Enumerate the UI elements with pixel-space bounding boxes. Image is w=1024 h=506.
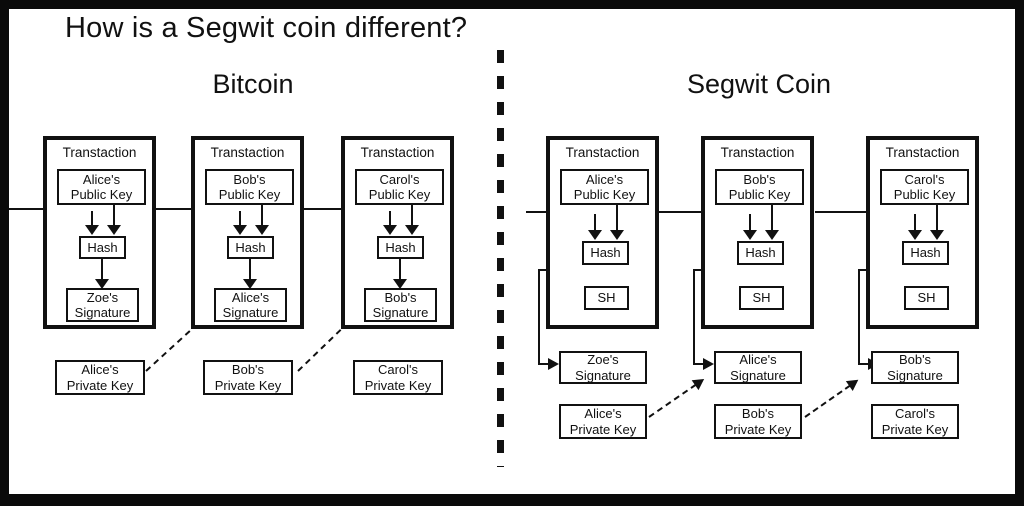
- public-key-box: Carol's Public Key: [355, 169, 444, 205]
- arrowhead-icon: [845, 374, 862, 392]
- public-key-box: Carol's Public Key: [880, 169, 969, 205]
- hash-to-signature-line: [101, 259, 103, 280]
- hash-box: Hash: [79, 236, 126, 259]
- hash-box: Hash: [227, 236, 274, 259]
- down-arrow-icon: [405, 225, 419, 235]
- hash-box: Hash: [737, 241, 784, 265]
- signature-box: Zoe's Signature: [559, 351, 647, 384]
- hash-output-line: [538, 269, 540, 365]
- hash-output-line: [693, 269, 695, 365]
- down-arrow-icon: [743, 230, 757, 240]
- hash-output-line: [538, 363, 550, 365]
- down-arrow-icon: [233, 225, 247, 235]
- bitcoin-transaction-1: Transtaction Alice's Public Key Hash Zoe…: [43, 136, 156, 329]
- signature-box: Zoe's Signature: [66, 288, 139, 322]
- chain-line-segment: [815, 211, 912, 213]
- down-arrow-icon: [255, 225, 269, 235]
- hash-to-signature-line: [249, 259, 251, 280]
- segwit-panel-title: Segwit Coin: [686, 69, 832, 99]
- dashed-line: [297, 321, 350, 372]
- pubkey-to-hash-line: [113, 203, 115, 226]
- bitcoin-transaction-3: Transtaction Carol's Public Key Hash Bob…: [341, 136, 454, 329]
- transaction-header: Transtaction: [62, 145, 137, 160]
- down-arrow-icon: [393, 279, 407, 289]
- private-key-signing-dashed-arrow: [648, 374, 708, 418]
- bitcoin-transaction-2: Transtaction Bob's Public Key Hash Alice…: [191, 136, 304, 329]
- down-arrow-icon: [383, 225, 397, 235]
- dashed-line: [804, 384, 851, 418]
- hash-to-signature-line: [399, 259, 401, 280]
- signature-box: Alice's Signature: [214, 288, 287, 322]
- transaction-header: Transtaction: [360, 145, 435, 160]
- signature-box: Alice's Signature: [714, 351, 802, 384]
- chain-input-line: [239, 211, 241, 226]
- signature-box: Bob's Signature: [871, 351, 959, 384]
- down-arrow-icon: [930, 230, 944, 240]
- private-key-box: Bob's Private Key: [203, 360, 293, 395]
- public-key-box: Bob's Public Key: [715, 169, 804, 205]
- pubkey-to-hash-line: [616, 203, 618, 231]
- chain-input-line: [91, 211, 93, 226]
- down-arrow-icon: [765, 230, 779, 240]
- transaction-header: Transtaction: [885, 145, 960, 160]
- segwit-transaction-1: Transtaction Alice's Public Key Hash SH: [546, 136, 659, 329]
- panel-divider-dashed-line: [497, 50, 504, 467]
- down-arrow-icon: [588, 230, 602, 240]
- public-key-box: Alice's Public Key: [57, 169, 146, 205]
- private-key-box: Carol's Private Key: [871, 404, 959, 439]
- bitcoin-panel-title: Bitcoin: [212, 69, 294, 99]
- pubkey-to-hash-line: [261, 203, 263, 226]
- dashed-line: [145, 323, 199, 372]
- private-key-box: Alice's Private Key: [559, 404, 647, 439]
- chain-input-line: [594, 214, 596, 231]
- signature-box: Bob's Signature: [364, 288, 437, 322]
- pubkey-to-hash-line: [411, 203, 413, 226]
- public-key-box: Alice's Public Key: [560, 169, 649, 205]
- chain-input-line: [749, 214, 751, 231]
- down-arrow-icon: [610, 230, 624, 240]
- hash-box: Hash: [377, 236, 424, 259]
- hash-output-line: [693, 363, 705, 365]
- hash-output-line: [858, 269, 860, 365]
- private-key-box: Bob's Private Key: [714, 404, 802, 439]
- page-title: How is a Segwit coin different?: [65, 12, 468, 44]
- transaction-header: Transtaction: [720, 145, 795, 160]
- chain-input-line: [914, 214, 916, 231]
- hash-output-line: [858, 363, 870, 365]
- pubkey-to-hash-line: [936, 203, 938, 231]
- down-arrow-icon: [107, 225, 121, 235]
- segwit-transaction-2: Transtaction Bob's Public Key Hash SH: [701, 136, 814, 329]
- script-hash-box: SH: [584, 286, 629, 310]
- down-arrow-icon: [243, 279, 257, 289]
- transaction-header: Transtaction: [210, 145, 285, 160]
- segwit-transaction-3: Transtaction Carol's Public Key Hash SH: [866, 136, 979, 329]
- private-key-box: Alice's Private Key: [55, 360, 145, 395]
- script-hash-box: SH: [739, 286, 784, 310]
- script-hash-box: SH: [904, 286, 949, 310]
- transaction-header: Transtaction: [565, 145, 640, 160]
- down-arrow-icon: [95, 279, 109, 289]
- down-arrow-icon: [85, 225, 99, 235]
- private-key-box: Carol's Private Key: [353, 360, 443, 395]
- hash-box: Hash: [902, 241, 949, 265]
- right-arrow-icon: [548, 358, 559, 370]
- chain-input-line: [389, 211, 391, 226]
- dashed-line: [648, 383, 697, 418]
- pubkey-to-hash-line: [771, 203, 773, 231]
- hash-box: Hash: [582, 241, 629, 265]
- arrowhead-icon: [691, 374, 708, 391]
- down-arrow-icon: [908, 230, 922, 240]
- public-key-box: Bob's Public Key: [205, 169, 294, 205]
- private-key-signing-dashed-arrow: [804, 374, 862, 418]
- right-arrow-icon: [703, 358, 714, 370]
